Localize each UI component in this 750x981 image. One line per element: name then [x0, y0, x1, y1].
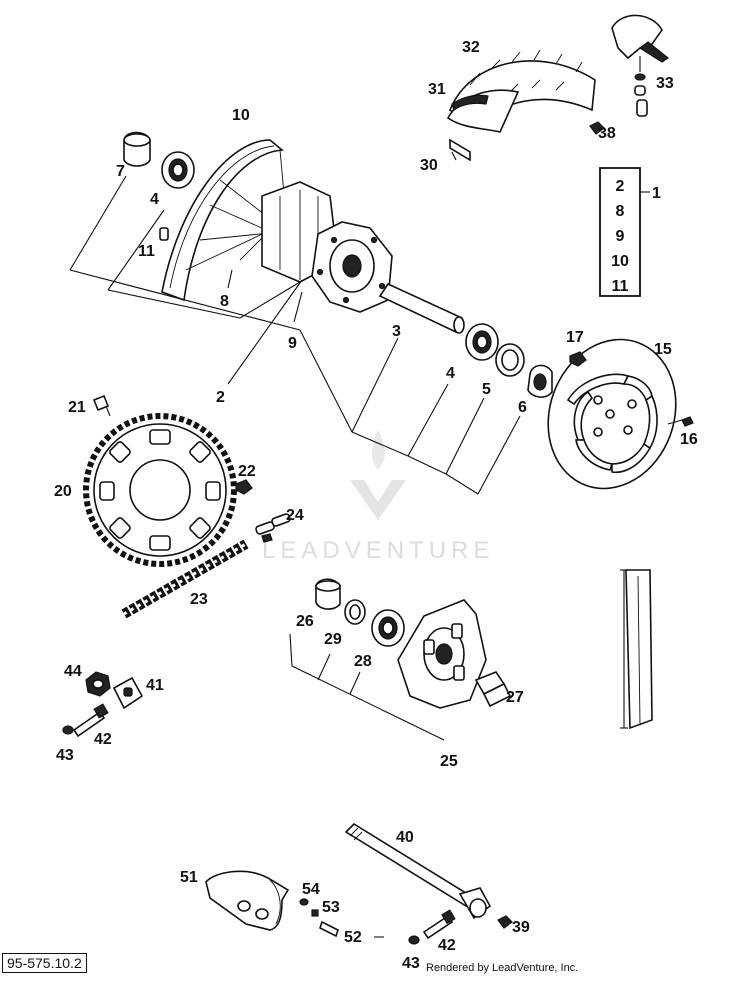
kit-group-box: 2 8 9 10 11 1 — [599, 167, 661, 297]
callout-43-left: 43 — [56, 747, 74, 764]
callout-5: 5 — [482, 381, 491, 398]
callout-11: 11 — [138, 243, 155, 260]
rim-band-icon — [449, 138, 471, 162]
brake-disc-flange-icon — [311, 221, 393, 313]
callout-27: 27 — [506, 689, 524, 706]
leadventure-watermark: LEADVENTURE — [262, 430, 494, 564]
axle-nut-icon — [497, 915, 513, 929]
callout-4-right: 4 — [446, 365, 455, 382]
guard-spacer-icon — [311, 909, 319, 917]
callout-31: 31 — [428, 81, 446, 98]
disc-bolt-icon — [681, 416, 694, 427]
chain-group — [121, 513, 291, 619]
callout-7: 7 — [116, 163, 125, 180]
axle-clamp-nut-icon — [408, 935, 420, 945]
watermark-logo-icon — [350, 480, 406, 520]
kit-member-11: 11 — [612, 278, 629, 295]
callout-25: 25 — [440, 753, 458, 770]
watermark-text: LEADVENTURE — [262, 537, 494, 564]
callout-6: 6 — [518, 399, 527, 416]
kit-member-2: 2 — [616, 178, 625, 195]
kit-member-9: 9 — [616, 228, 625, 245]
cush-hub-group — [315, 578, 512, 709]
callout-33: 33 — [656, 75, 674, 92]
rim-lock-nut-icon — [634, 85, 646, 96]
spoke-nipple-icon — [159, 227, 169, 241]
rim-lock-icon — [611, 14, 663, 60]
master-link-icon — [255, 513, 291, 543]
guard-screw-icon — [319, 920, 339, 938]
callout-32: 32 — [462, 39, 480, 56]
wheel-bearing-left-icon — [161, 151, 195, 189]
callout-2: 2 — [216, 389, 225, 406]
sprocket-group — [83, 394, 253, 567]
callout-39: 39 — [512, 919, 530, 936]
chain-adjuster-group — [62, 671, 144, 738]
leader-lines — [69, 151, 521, 741]
kit-total-1: 1 — [652, 185, 661, 202]
disc-nut-icon — [569, 351, 587, 367]
guard-washer-icon — [299, 898, 309, 906]
callout-20: 20 — [54, 483, 72, 500]
callout-15: 15 — [654, 341, 672, 358]
rim-lock-washer-icon — [634, 73, 646, 81]
wheel-rim-icon — [161, 139, 284, 302]
callout-labels: 10 7 4 11 8 9 2 3 4 5 6 17 15 16 32 31 3… — [54, 39, 698, 972]
rear-wheel-group — [123, 131, 393, 313]
callout-4-left: 4 — [150, 191, 159, 208]
sprocket-nut-icon — [235, 479, 253, 495]
drive-chain-icon — [121, 539, 249, 619]
callout-41: 41 — [146, 677, 164, 694]
shaft-seal-icon — [495, 343, 525, 377]
rim-lock-group — [589, 14, 670, 135]
watermark-flame-icon — [371, 430, 385, 470]
callout-43-right: 43 — [402, 955, 420, 972]
callout-23: 23 — [190, 591, 208, 608]
sprocket-bolt-icon — [92, 394, 110, 412]
rim-lock-spacer-icon — [636, 99, 648, 117]
callout-51: 51 — [180, 869, 198, 886]
callout-9: 9 — [288, 335, 297, 352]
valve-cap-icon — [589, 121, 605, 135]
hub-right-side-group — [378, 282, 553, 398]
brake-disc-group — [547, 338, 694, 490]
callout-16: 16 — [680, 431, 698, 448]
callout-8: 8 — [220, 293, 229, 310]
callout-22: 22 — [238, 463, 256, 480]
callout-30: 30 — [420, 157, 438, 174]
callout-42-left: 42 — [94, 731, 112, 748]
callout-40: 40 — [396, 829, 414, 846]
callout-17: 17 — [566, 329, 584, 346]
disc-guard-group — [205, 870, 339, 938]
axle-clamp-bolt-icon — [422, 914, 454, 940]
disc-guard-icon — [205, 870, 290, 931]
cush-bearing-icon — [371, 609, 405, 647]
callout-42-right: 42 — [438, 937, 456, 954]
diagram-reference-number: 95-575.10.2 — [2, 953, 87, 973]
callout-54: 54 — [302, 881, 320, 898]
spoke-rod-icon — [620, 569, 653, 730]
callout-38: 38 — [598, 125, 616, 142]
callout-53: 53 — [322, 899, 340, 916]
adjuster-bolt-icon — [72, 710, 106, 738]
kit-member-10: 10 — [611, 253, 629, 270]
callout-24: 24 — [286, 507, 304, 524]
render-credit: Rendered by LeadVenture, Inc. — [426, 962, 579, 974]
callout-3: 3 — [392, 323, 401, 340]
callout-44: 44 — [64, 663, 82, 680]
wheel-bearing-right-icon — [465, 323, 499, 361]
callout-28: 28 — [354, 653, 372, 670]
callout-52: 52 — [344, 929, 362, 946]
kit-member-8: 8 — [616, 203, 625, 220]
adjuster-locknut-icon — [62, 725, 74, 735]
rear-tire-group — [446, 49, 596, 162]
callout-26: 26 — [296, 613, 314, 630]
callout-21: 21 — [68, 399, 86, 416]
callout-10: 10 — [232, 107, 250, 124]
rear-axle-group — [344, 822, 513, 945]
cush-rubbers-icon — [474, 671, 512, 708]
callout-29: 29 — [324, 631, 342, 648]
